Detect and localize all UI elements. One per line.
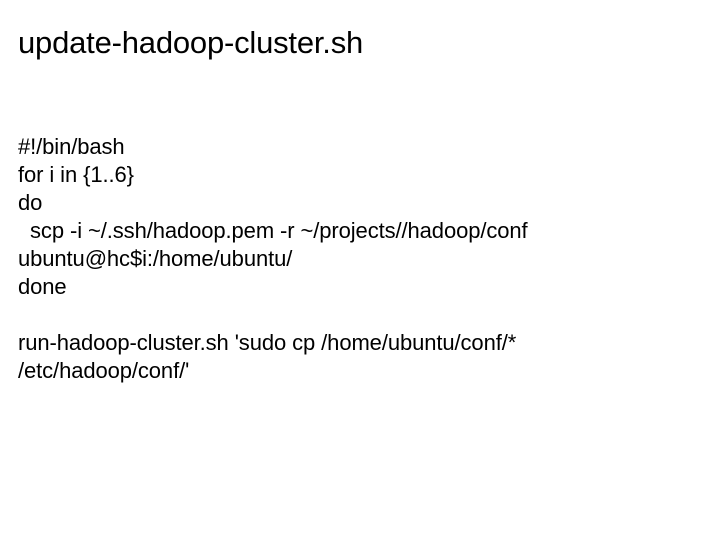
code-line: #!/bin/bash — [18, 134, 125, 159]
code-line: for i in {1..6} — [18, 162, 134, 187]
code-line: scp -i ~/.ssh/hadoop.pem -r ~/projects//… — [18, 218, 528, 243]
code-line: run-hadoop-cluster.sh 'sudo cp /home/ubu… — [18, 330, 517, 355]
code-block: #!/bin/bash for i in {1..6} do scp -i ~/… — [18, 133, 708, 385]
page-title: update-hadoop-cluster.sh — [18, 25, 364, 60]
code-line: /etc/hadoop/conf/' — [18, 358, 190, 383]
code-line: do — [18, 190, 43, 215]
code-line: ubuntu@hc$i:/home/ubuntu/ — [18, 246, 293, 271]
code-line-blank — [18, 301, 708, 329]
code-line: done — [18, 274, 67, 299]
